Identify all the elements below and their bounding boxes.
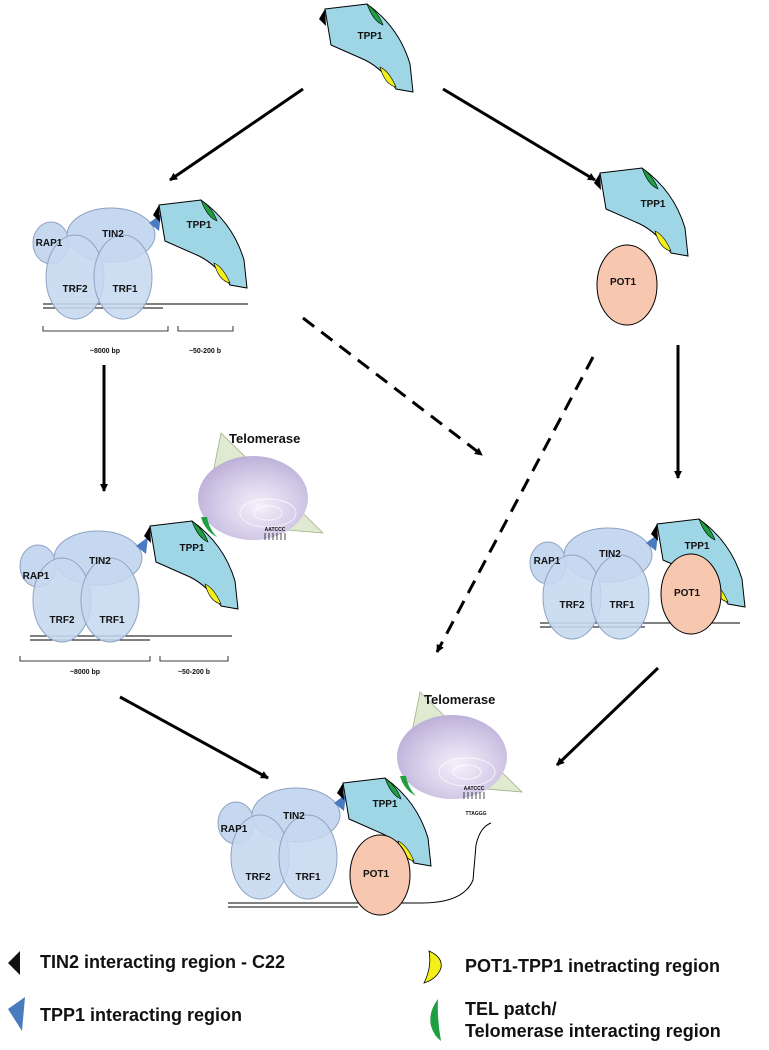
svg-text:~8000 bp: ~8000 bp bbox=[70, 669, 100, 676]
svg-text:Telomerase: Telomerase bbox=[424, 692, 495, 707]
pathway-arrows bbox=[100, 87, 682, 780]
svg-text:TTAGGG: TTAGGG bbox=[465, 811, 486, 817]
legend-tel-patch-label-line2: Telomerase interacting region bbox=[465, 1021, 721, 1041]
tpp1-marker-icon bbox=[8, 997, 25, 1031]
tpp1-pot1-complex: TPP1 POT1 bbox=[593, 167, 689, 326]
svg-text:TPP1: TPP1 bbox=[186, 220, 211, 231]
svg-text:TIN2: TIN2 bbox=[599, 549, 621, 560]
svg-text:TIN2: TIN2 bbox=[89, 556, 111, 567]
svg-text:POT1: POT1 bbox=[674, 588, 701, 599]
tin2-marker-icon bbox=[8, 951, 20, 975]
telomerase-middle: Telomerase AATCCC bbox=[197, 431, 324, 541]
svg-text:TPP1: TPP1 bbox=[640, 199, 665, 210]
tpp1-free: TPP1 bbox=[318, 3, 414, 93]
telomerase-bottom: Telomerase AATCCC TTAGGG bbox=[396, 691, 523, 817]
arrow-right-to-final bbox=[555, 666, 660, 767]
legend-tel-patch-label-line1: TEL patch/ bbox=[465, 999, 557, 1019]
svg-text:TPP1: TPP1 bbox=[357, 31, 382, 42]
pot1-marker-icon bbox=[423, 950, 442, 984]
svg-text:TRF2: TRF2 bbox=[560, 600, 585, 611]
legend-tpp1-label: TPP1 interacting region bbox=[40, 1005, 243, 1025]
svg-text:TPP1: TPP1 bbox=[372, 799, 397, 810]
svg-text:Telomerase: Telomerase bbox=[229, 431, 300, 446]
svg-text:AATCCC: AATCCC bbox=[265, 527, 286, 533]
shelterin-complex-middle: TPP1 RAP1 TIN2 TRF2 TRF1 ~8000 bp ~50-20… bbox=[19, 520, 239, 676]
svg-text:TRF2: TRF2 bbox=[63, 284, 88, 295]
arrow-left-to-final bbox=[119, 695, 269, 780]
final-complex: TPP1 POT1 RAP1 TIN2 TRF2 TRF1 Telomerase… bbox=[217, 691, 523, 916]
svg-text:TRF1: TRF1 bbox=[100, 615, 125, 626]
arrow-tpp1-to-tin2 bbox=[169, 87, 304, 182]
svg-text:~50-200 b: ~50-200 b bbox=[178, 669, 210, 676]
svg-text:~8000 bp: ~8000 bp bbox=[90, 348, 120, 355]
arrow-tpp1-to-pot1 bbox=[442, 87, 596, 182]
legend-symbols bbox=[8, 950, 442, 1041]
svg-text:POT1: POT1 bbox=[610, 277, 637, 288]
svg-text:TRF1: TRF1 bbox=[610, 600, 635, 611]
svg-text:TRF2: TRF2 bbox=[246, 872, 271, 883]
svg-text:TRF2: TRF2 bbox=[50, 615, 75, 626]
svg-text:TPP1: TPP1 bbox=[684, 541, 709, 552]
svg-text:~50-200 b: ~50-200 b bbox=[189, 348, 221, 355]
svg-text:TIN2: TIN2 bbox=[283, 811, 305, 822]
tel-patch-icon bbox=[430, 999, 441, 1041]
svg-text:POT1: POT1 bbox=[363, 869, 390, 880]
svg-text:TRF1: TRF1 bbox=[113, 284, 138, 295]
svg-text:RAP1: RAP1 bbox=[221, 824, 248, 835]
svg-text:TPP1: TPP1 bbox=[179, 543, 204, 554]
legend-tin2-label: TIN2 interacting region - C22 bbox=[40, 952, 286, 972]
svg-text:RAP1: RAP1 bbox=[23, 571, 50, 582]
shelterin-complex-left: TPP1 RAP1 TIN2 TRF2 TRF1 ~8000 bp ~50-20… bbox=[32, 199, 248, 355]
svg-text:RAP1: RAP1 bbox=[36, 238, 63, 249]
svg-text:RAP1: RAP1 bbox=[534, 556, 561, 567]
legend-pot1-label: POT1-TPP1 inetracting region bbox=[465, 956, 721, 976]
dashed-arrow-to-final bbox=[435, 356, 595, 653]
shelterin-tpp1-pot1-complex: TPP1 POT1 RAP1 TIN2 TRF2 TRF1 bbox=[529, 518, 746, 640]
svg-text:AATCCC: AATCCC bbox=[464, 786, 485, 792]
svg-text:TIN2: TIN2 bbox=[102, 229, 124, 240]
svg-text:TRF1: TRF1 bbox=[296, 872, 321, 883]
dashed-arrow-diagonal bbox=[302, 316, 483, 457]
